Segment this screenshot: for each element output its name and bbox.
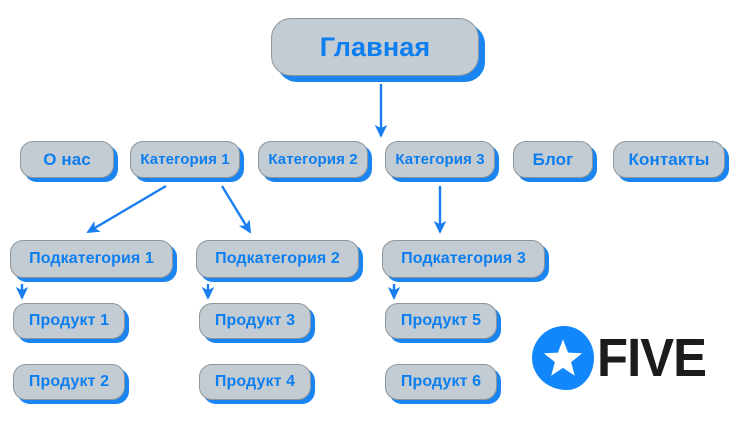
sitemap-node-label: Продукт 1	[28, 312, 110, 329]
sitemap-node-label: Категория 2	[268, 151, 358, 168]
sitemap-node-prod5[interactable]: Продукт 5	[385, 303, 497, 339]
sitemap-node-label: Подкатегория 1	[29, 250, 154, 267]
sitemap-node-label: Продукт 3	[214, 312, 296, 329]
sitemap-node-prod1[interactable]: Продукт 1	[13, 303, 125, 339]
sitemap-node-prod3[interactable]: Продукт 3	[199, 303, 311, 339]
sitemap-node-label: Подкатегория 3	[401, 250, 526, 267]
sitemap-node-label: Категория 3	[395, 151, 485, 168]
sitemap-node-label: Блог	[532, 149, 574, 169]
sitemap-node-cat1[interactable]: Категория 1	[130, 141, 240, 178]
sitemap-node-label: Продукт 2	[28, 373, 110, 390]
sitemap-node-home[interactable]: Главная	[271, 18, 479, 76]
logo-blob-mark	[532, 326, 594, 390]
sitemap-node-label: Контакты	[628, 149, 710, 169]
sitemap-node-prod6[interactable]: Продукт 6	[385, 364, 497, 400]
five-logo: FIVE	[532, 326, 713, 390]
sitemap-node-contact[interactable]: Контакты	[613, 141, 725, 178]
sitemap-node-label: Продукт 5	[400, 312, 482, 329]
star-icon	[543, 339, 583, 376]
sitemap-node-label: Подкатегория 2	[215, 250, 340, 267]
sitemap-node-prod2[interactable]: Продукт 2	[13, 364, 125, 400]
sitemap-node-sub1[interactable]: Подкатегория 1	[10, 240, 173, 278]
sitemap-node-about[interactable]: О нас	[20, 141, 114, 178]
sitemap-node-blog[interactable]: Блог	[513, 141, 593, 178]
sitemap-node-label: Категория 1	[140, 151, 230, 168]
sitemap-node-label: Главная	[319, 31, 431, 62]
logo-wordmark: FIVE	[597, 328, 707, 388]
sitemap-node-cat3[interactable]: Категория 3	[385, 141, 495, 178]
sitemap-node-label: Продукт 4	[214, 373, 296, 390]
connector-cat1-sub1	[86, 184, 167, 234]
connector-cat1-sub2	[220, 185, 252, 234]
sitemap-node-cat2[interactable]: Категория 2	[258, 141, 368, 178]
sitemap-node-label: Продукт 6	[400, 373, 482, 390]
sitemap-node-sub3[interactable]: Подкатегория 3	[382, 240, 545, 278]
sitemap-node-label: О нас	[43, 149, 91, 169]
sitemap-node-prod4[interactable]: Продукт 4	[199, 364, 311, 400]
sitemap-node-sub2[interactable]: Подкатегория 2	[196, 240, 359, 278]
